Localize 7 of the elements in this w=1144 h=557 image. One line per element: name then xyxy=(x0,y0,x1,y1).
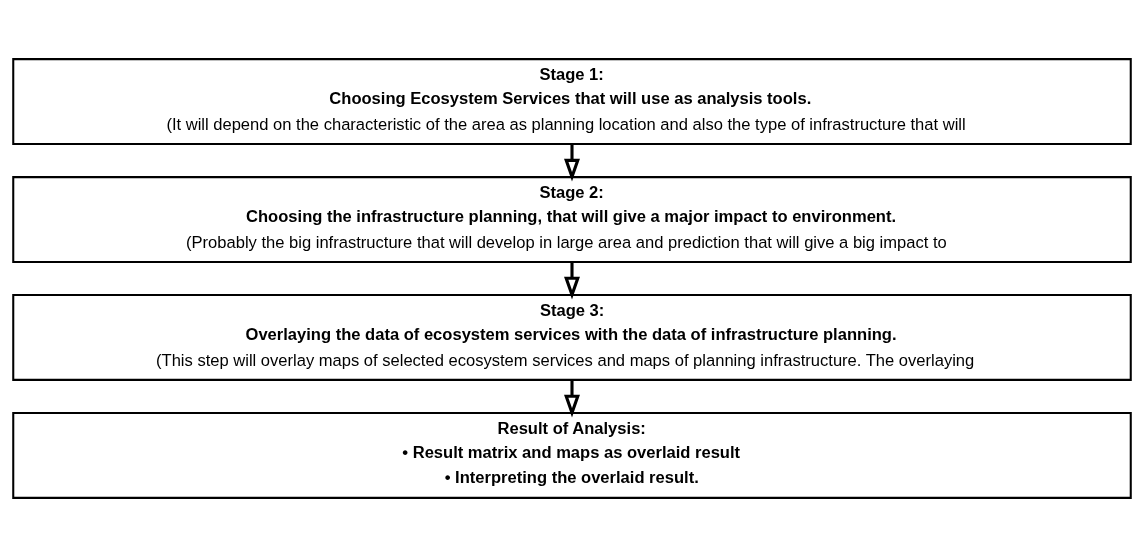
node-box: Stage 2: Choosing the infrastructure planning, that will give a major impact to environment. (Probably the big infrastructure that will develop in large area and prediction that will give a big impact to xyxy=(12,176,1132,263)
arrow xyxy=(564,144,580,182)
node-box: Stage 1: Choosing Ecosystem Services that will use as analysis tools. (It will depend on the characteristic of the area as planning location and also the type of infrastructure that will xyxy=(12,58,1132,146)
arrow xyxy=(564,262,580,300)
node-box: Stage 3: Overlaying the data of ecosystem services with the data of infrastructure planning. (This step will overlay maps of selected ecosystem services and maps of planning infrastructure. The overlaying xyxy=(12,294,1132,381)
arrow xyxy=(564,380,580,418)
node-box: Result of Analysis: • Result matrix and maps as overlaid result • Interpreting the overlaid result. xyxy=(12,411,1132,499)
